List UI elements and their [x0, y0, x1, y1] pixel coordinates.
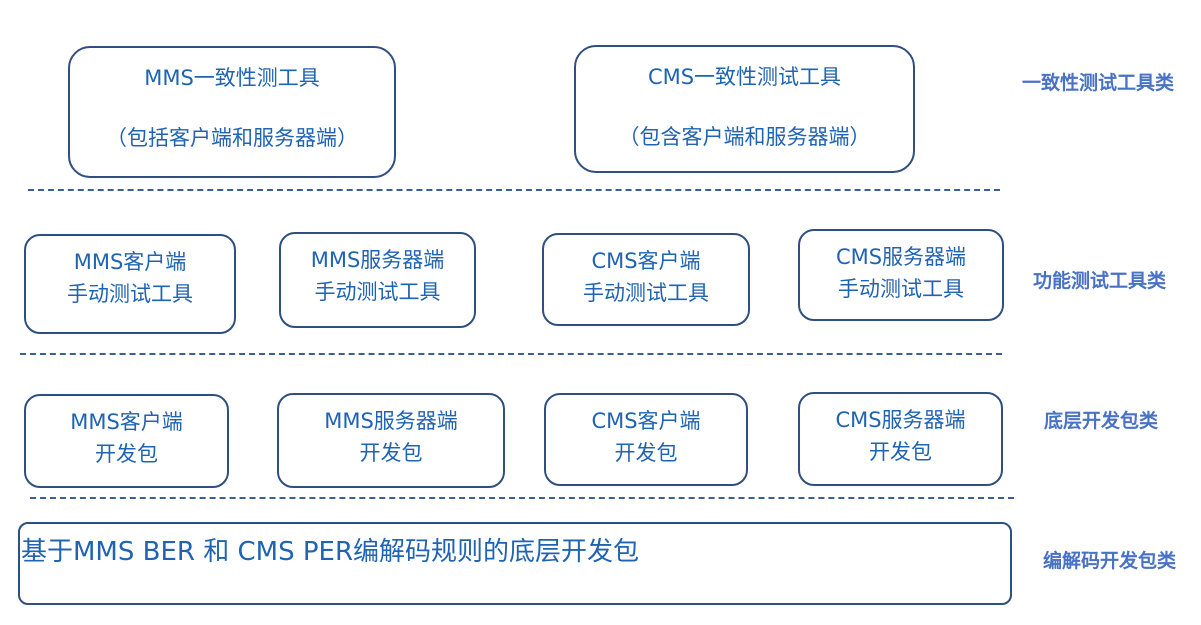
cms-server-manual-tool-box: CMS服务器端 手动测试工具: [798, 229, 1004, 321]
cms-client-manual-tool-title: CMS客户端: [591, 249, 701, 273]
mms-conformance-tool-title: MMS一致性测工具: [144, 66, 320, 90]
cms-server-sdk-subtitle: 开发包: [869, 440, 932, 464]
mms-client-sdk-box: MMS客户端 开发包: [24, 394, 229, 488]
codec-layer-label: 编解码开发包类: [1043, 550, 1177, 572]
cms-client-sdk-box: CMS客户端 开发包: [544, 393, 748, 486]
divider-1: [28, 189, 1000, 191]
mms-server-sdk-title: MMS服务器端: [324, 409, 458, 433]
mms-server-sdk-subtitle: 开发包: [359, 441, 423, 465]
mms-server-manual-tool-box: MMS服务器端 手动测试工具: [279, 232, 476, 328]
cms-conformance-tool-box: CMS一致性测试工具 （包含客户端和服务器端）: [574, 45, 915, 173]
codec-sdk-box: 基于MMS BER 和 CMS PER编解码规则的底层开发包: [18, 522, 1012, 605]
divider-3: [30, 497, 1014, 499]
cms-server-sdk-box: CMS服务器端 开发包: [798, 392, 1003, 486]
conformance-layer-label: 一致性测试工具类: [1022, 72, 1175, 94]
mms-conformance-tool-box: MMS一致性测工具 （包括客户端和服务器端）: [68, 46, 396, 178]
divider-2: [20, 353, 1002, 355]
cms-client-manual-tool-subtitle: 手动测试工具: [583, 281, 709, 305]
mms-client-manual-tool-subtitle: 手动测试工具: [67, 282, 193, 306]
mms-server-sdk-box: MMS服务器端 开发包: [277, 393, 505, 488]
mms-server-manual-tool-title: MMS服务器端: [310, 248, 445, 272]
mms-client-sdk-title: MMS客户端: [70, 410, 183, 434]
cms-client-manual-tool-box: CMS客户端 手动测试工具: [542, 233, 750, 326]
mms-client-manual-tool-box: MMS客户端 手动测试工具: [24, 234, 236, 334]
cms-client-sdk-title: CMS客户端: [591, 409, 701, 433]
cms-client-sdk-subtitle: 开发包: [614, 441, 678, 465]
mms-server-manual-tool-subtitle: 手动测试工具: [314, 280, 441, 304]
mms-client-manual-tool-title: MMS客户端: [73, 250, 187, 274]
cms-conformance-tool-title: CMS一致性测试工具: [647, 65, 842, 89]
mms-client-sdk-subtitle: 开发包: [95, 442, 158, 466]
cms-server-manual-tool-subtitle: 手动测试工具: [838, 277, 964, 301]
cms-conformance-tool-subtitle: （包含客户端和服务器端）: [618, 125, 871, 149]
sdk-layer-label: 底层开发包类: [1044, 410, 1159, 432]
codec-sdk-title: 基于MMS BER 和 CMS PER编解码规则的底层开发包: [20, 537, 640, 567]
functional-layer-label: 功能测试工具类: [1033, 270, 1167, 292]
cms-server-manual-tool-title: CMS服务器端: [835, 245, 967, 269]
cms-server-sdk-title: CMS服务器端: [835, 408, 966, 432]
mms-conformance-tool-subtitle: （包括客户端和服务器端）: [106, 126, 358, 150]
